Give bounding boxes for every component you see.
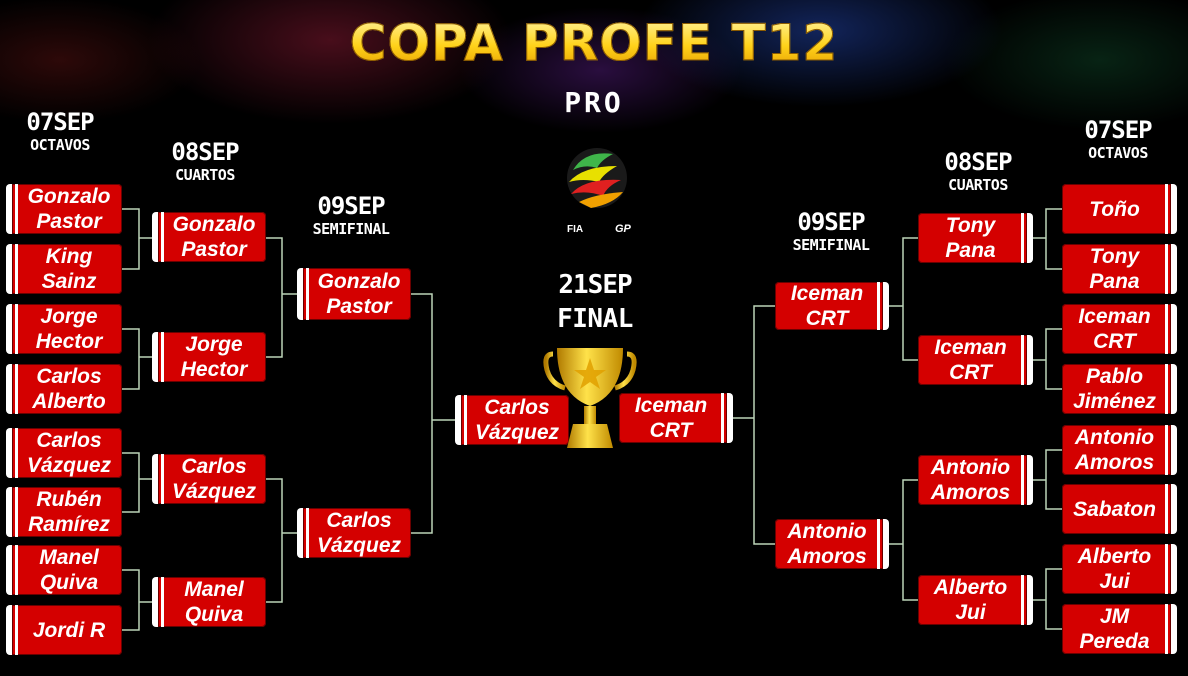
player-slot-right-r16-2: Tony Pana [1062,244,1177,294]
player-slot-right-r16-7: Alberto Jui [1062,544,1177,594]
player-slot-left-r16-2: King Sainz [6,244,122,294]
round-name: OCTAVOS [30,136,90,154]
player-slot-right-r16-5: Antonio Amoros [1062,425,1177,475]
player-slot-left-sf-2: Carlos Vázquez [297,508,411,558]
trophy-icon [543,348,637,448]
player-slot-right-r16-6: Sabaton [1062,484,1177,534]
round-name: SEMIFINAL [312,220,390,238]
round-date: 07SEP [26,108,94,136]
round-name: OCTAVOS [1088,144,1148,162]
round-date: 09SEP [317,192,385,220]
player-slot-final-left: Carlos Vázquez [455,395,569,445]
player-slot-right-r16-3: Iceman CRT [1062,304,1177,354]
player-slot-left-sf-1: Gonzalo Pastor [297,268,411,320]
round-name: SEMIFINAL [792,236,870,254]
round-date: 21SEP [558,270,632,300]
header-left-octavos: 07SEP OCTAVOS [10,108,110,154]
player-slot-left-qf-3: Carlos Vázquez [152,454,266,504]
player-slot-final-right: Iceman CRT [619,393,733,443]
league-logo: FIA GP [567,148,632,235]
tournament-title: COPA PROFE T12 [0,14,1188,73]
player-slot-right-sf-1: Iceman CRT [775,282,889,330]
player-slot-right-r16-4: Pablo Jiménez [1062,364,1177,414]
round-name: CUARTOS [175,166,235,184]
round-date: 08SEP [944,148,1012,176]
player-slot-right-r16-8: JM Pereda [1062,604,1177,654]
player-slot-left-r16-1: Gonzalo Pastor [6,184,122,234]
player-slot-left-qf-1: Gonzalo Pastor [152,212,266,262]
round-date: 07SEP [1084,116,1152,144]
player-slot-left-qf-4: Manel Quiva [152,577,266,627]
logo-text-left: FIA [567,224,583,235]
player-slot-right-qf-4: Alberto Jui [918,575,1033,625]
player-slot-left-r16-6: Rubén Ramírez [6,487,122,537]
header-right-semifinal: 09SEP SEMIFINAL [775,208,887,254]
round-date: 09SEP [797,208,865,236]
round-name: FINAL [557,304,633,334]
player-slot-left-r16-5: Carlos Vázquez [6,428,122,478]
round-date: 08SEP [171,138,239,166]
player-slot-left-r16-4: Carlos Alberto [6,364,122,414]
player-slot-left-r16-8: Jordi R [6,605,122,655]
category-label: PRO [564,86,624,119]
header-right-octavos: 07SEP OCTAVOS [1066,116,1170,162]
player-slot-right-qf-3: Antonio Amoros [918,455,1033,505]
logo-text-right: GP [615,223,632,235]
round-name: CUARTOS [948,176,1008,194]
player-slot-left-r16-3: Jorge Hector [6,304,122,354]
player-slot-left-r16-7: Manel Quiva [6,545,122,595]
header-left-cuartos: 08SEP CUARTOS [155,138,255,184]
player-slot-right-qf-1: Tony Pana [918,213,1033,263]
player-slot-left-qf-2: Jorge Hector [152,332,266,382]
player-slot-right-sf-2: Antonio Amoros [775,519,889,569]
player-slot-right-qf-2: Iceman CRT [918,335,1033,385]
player-slot-right-r16-1: Toño [1062,184,1177,234]
header-final: 21SEP FINAL [540,268,650,336]
header-right-cuartos: 08SEP CUARTOS [928,148,1028,194]
header-left-semifinal: 09SEP SEMIFINAL [295,192,407,238]
